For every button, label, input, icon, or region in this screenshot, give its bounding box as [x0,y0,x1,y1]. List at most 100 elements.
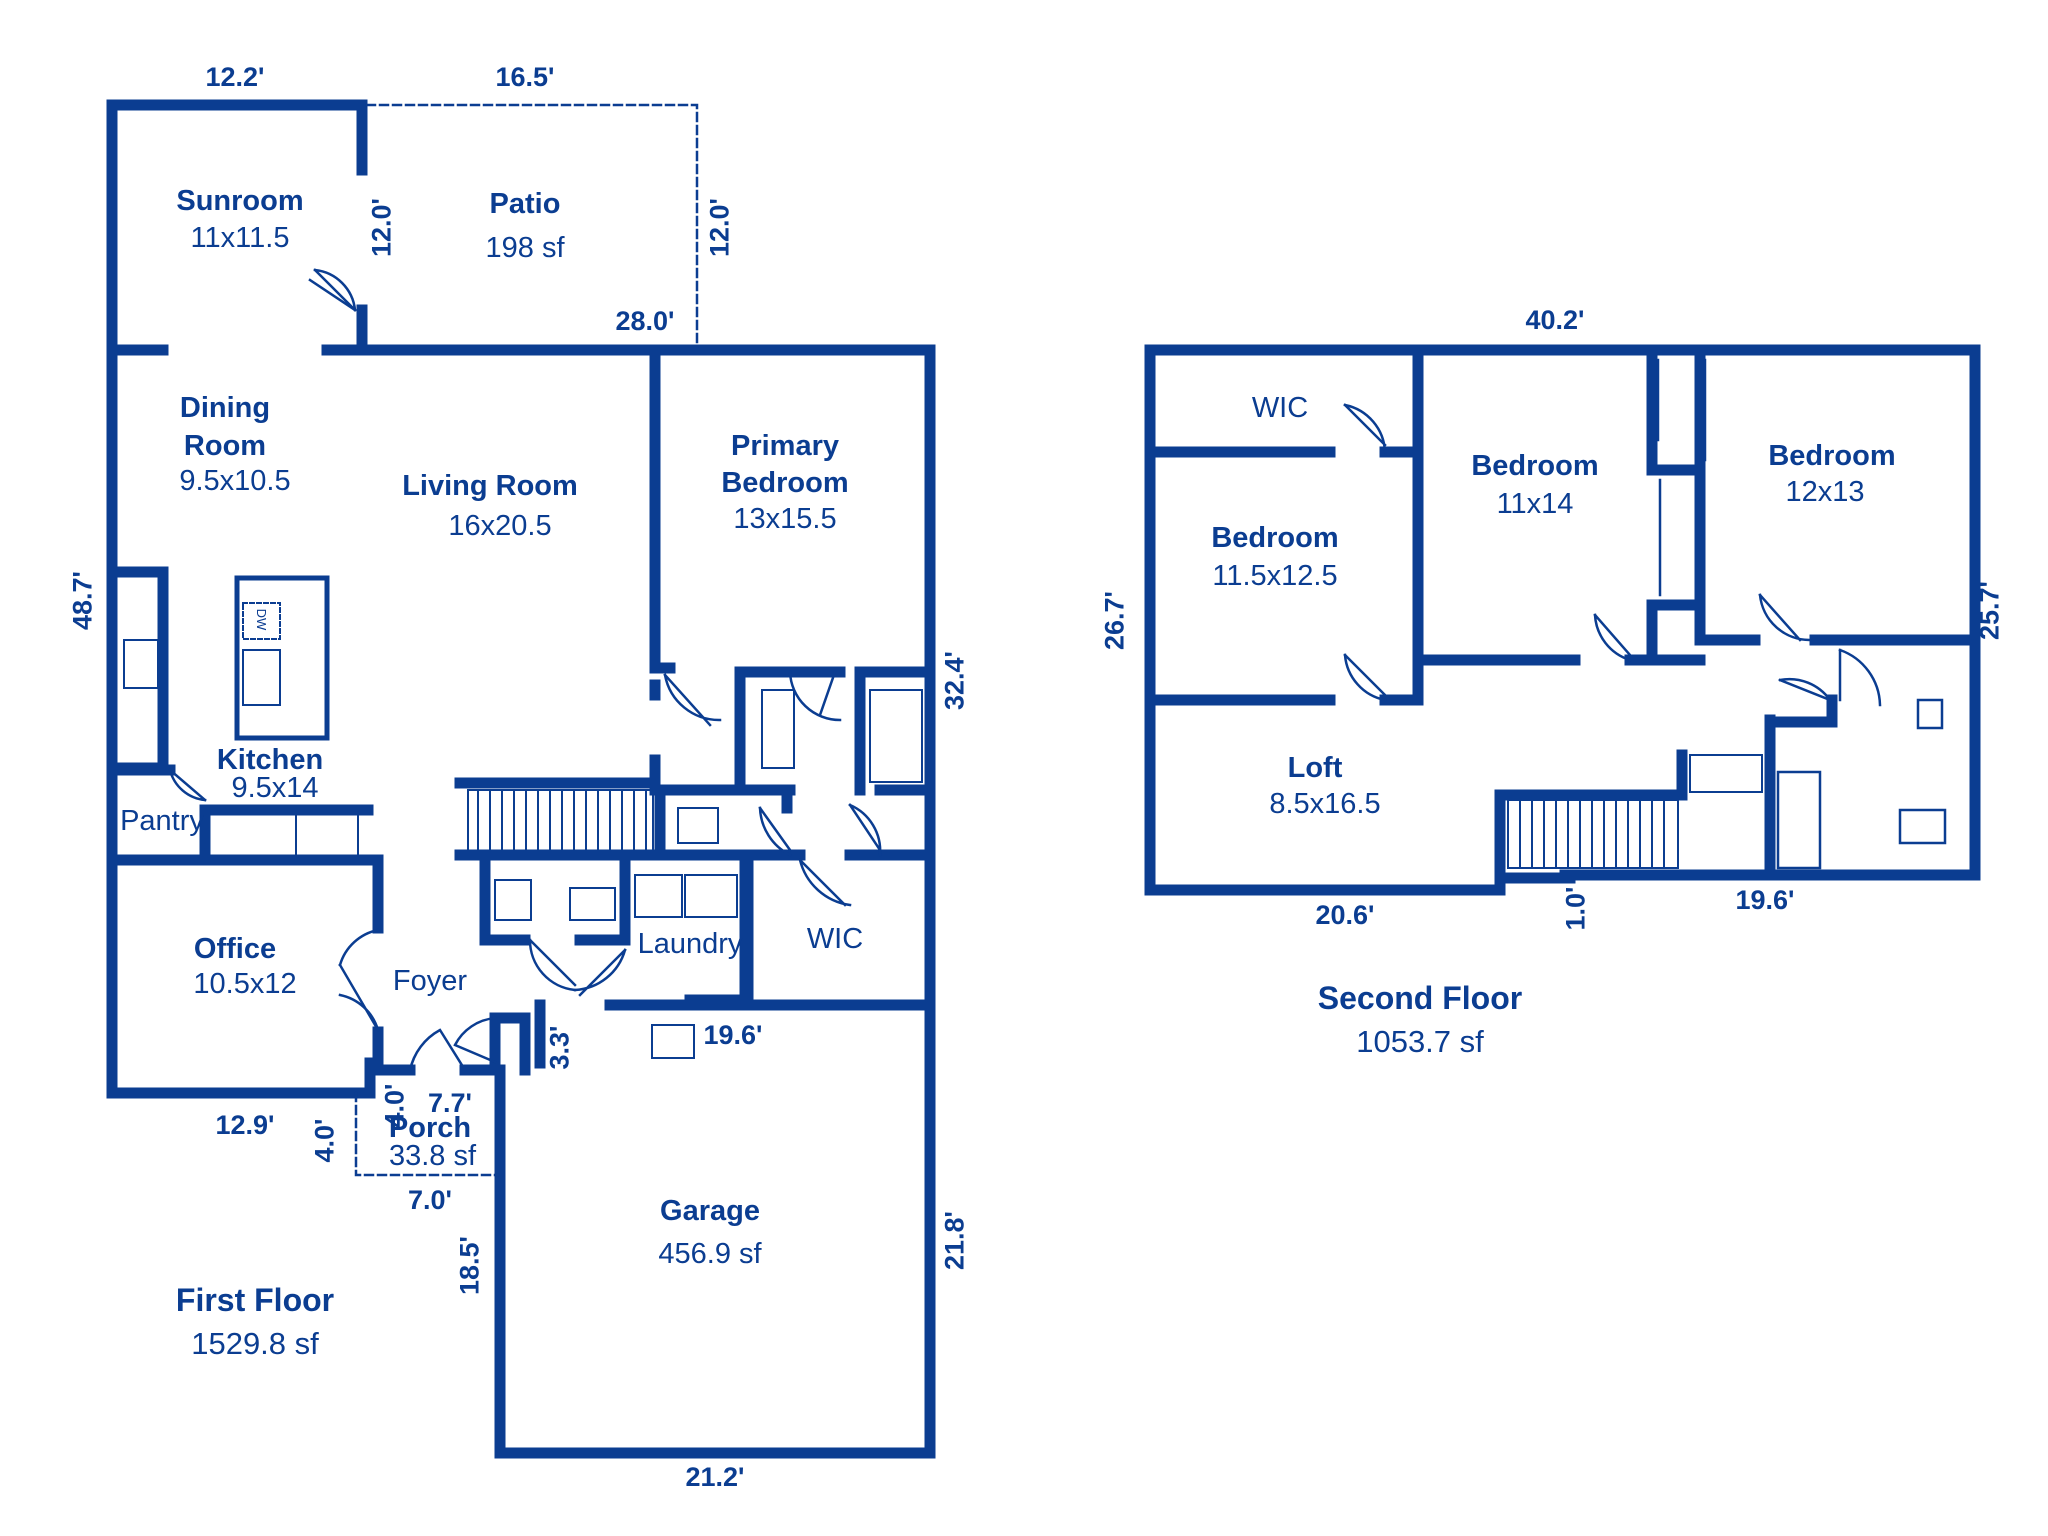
wc-door [758,806,792,857]
dim-garage-top: 19.6' [703,1020,763,1050]
primary-size: 13x15.5 [733,503,837,535]
bath2-sink [1916,698,1944,730]
laundry-door [573,948,627,997]
bedroom2-size: 11x14 [1496,488,1574,520]
first-floor-walls [106,99,936,1459]
door-swings [168,268,882,1072]
dim2-step: 1.0' [1560,886,1591,931]
office-size: 10.5x12 [193,968,297,1000]
second-wic-name: WIC [1251,392,1309,424]
wic-door1 [848,803,882,857]
bathtub [1776,770,1822,870]
dim-left: 48.7' [67,571,98,630]
patio-outline [354,103,699,1177]
primary-door [663,673,722,727]
dim-porch-bottom: 7.0' [408,1185,452,1215]
dim-patio-side: 12.0' [704,198,735,257]
washer [634,874,683,918]
bed3-door [1758,593,1812,642]
dim2-left: 26.7' [1099,591,1130,650]
dim-top-left: 12.2' [205,62,265,92]
dim-porch-side: 4.0' [309,1118,340,1163]
sunroom-door [313,268,357,312]
dining-size: 9.5x10.5 [179,465,291,497]
dim-sunroom-side: 12.0' [366,198,397,257]
sunroom-name: Sunroom [176,185,304,217]
pantry-name: Pantry [120,805,204,837]
dim2-bottom-right: 19.6' [1735,885,1795,915]
fridge [295,811,359,857]
bath-inner-wall [1764,694,1838,728]
foyer-name: Foyer [392,965,468,997]
stair-wall-2 [1494,749,1688,884]
bed1-door [1343,653,1387,702]
wic-name: WIC [806,923,864,955]
loft-name: Loft [1287,752,1343,784]
dim2-top: 40.2' [1525,305,1585,335]
pantry-door [168,768,207,802]
range [123,639,159,689]
bedroom2-name: Bedroom [1471,450,1599,482]
wic2-door [1343,403,1387,454]
dim-garage-left: 18.5' [454,1236,485,1295]
patio-size: 198 sf [485,232,565,264]
bedroom3-name: Bedroom [1768,440,1896,472]
dim-foyer-side: 3.3' [544,1025,575,1070]
wic-door2 [798,858,852,907]
garage-wall [494,999,936,1459]
bedroom3-size: 12x13 [1785,476,1865,508]
first-floor-fixtures [123,575,923,1059]
dim-porch-top: 7.7' [428,1088,472,1118]
second-floor-walls [1144,344,1981,896]
garage-name: Garage [660,1195,760,1227]
dim-patio-bottom: 28.0' [615,306,675,336]
garage-entry-door [453,1016,497,1064]
wc-toilet [677,807,719,844]
office-name: Office [193,933,277,965]
first-floor-area: 1529.8 sf [191,1326,319,1361]
dishwasher [242,602,281,640]
primary-name-1: Primary [730,430,839,462]
dim-garage-bottom: 21.2' [685,1462,745,1492]
office-door [338,928,380,1032]
living-name: Living Room [402,470,578,502]
garage-size: 456.9 sf [658,1238,762,1270]
bed2-door [1593,613,1632,662]
powder-sink [494,879,532,921]
primary-bath-wall [734,666,846,786]
foyer-door [408,1028,467,1072]
porch-outline [354,1091,500,1177]
first-floor-title: First Floor [175,1282,335,1318]
bedroom1-size: 11.5x12.5 [1212,560,1338,592]
sunroom-wall [106,99,376,1099]
powder-toilet [569,887,616,921]
dining-name-1: Dining [179,392,271,424]
bath2-door-b [1838,648,1882,707]
porch-size: 33.8 sf [388,1140,477,1172]
kitchen-counter-left [106,566,169,774]
dim2-bottom-left: 20.6' [1315,900,1375,930]
bath2-toilet [1898,808,1947,845]
loft-size: 8.5x16.5 [1269,788,1381,820]
double-vanity [761,689,795,769]
dim-porch-inner: 4.0' [379,1083,410,1128]
kitchen-name: Kitchen [216,744,324,776]
bath2-door-a [1778,677,1832,702]
garage-sink [651,1024,695,1059]
dim-garage-right: 21.8' [939,1211,970,1270]
second-floor-doors [1343,358,1882,707]
bedroom1-name: Bedroom [1211,522,1339,554]
dim2-right: 25.7' [1974,581,2005,640]
dryer [684,874,738,918]
second-floor-title: Second Floor [1317,980,1523,1016]
first-floor-stairs [467,789,654,853]
dining-name-2: Room [183,430,267,462]
dim-office-bottom: 12.9' [215,1110,275,1140]
linen-shelf [1689,754,1763,793]
powder-door [528,938,577,992]
second-floor-stairs [1507,754,1763,869]
dim-top-patio: 16.5' [495,62,555,92]
kitchen-island [234,575,330,741]
dishwasher-label: DW [254,608,269,631]
